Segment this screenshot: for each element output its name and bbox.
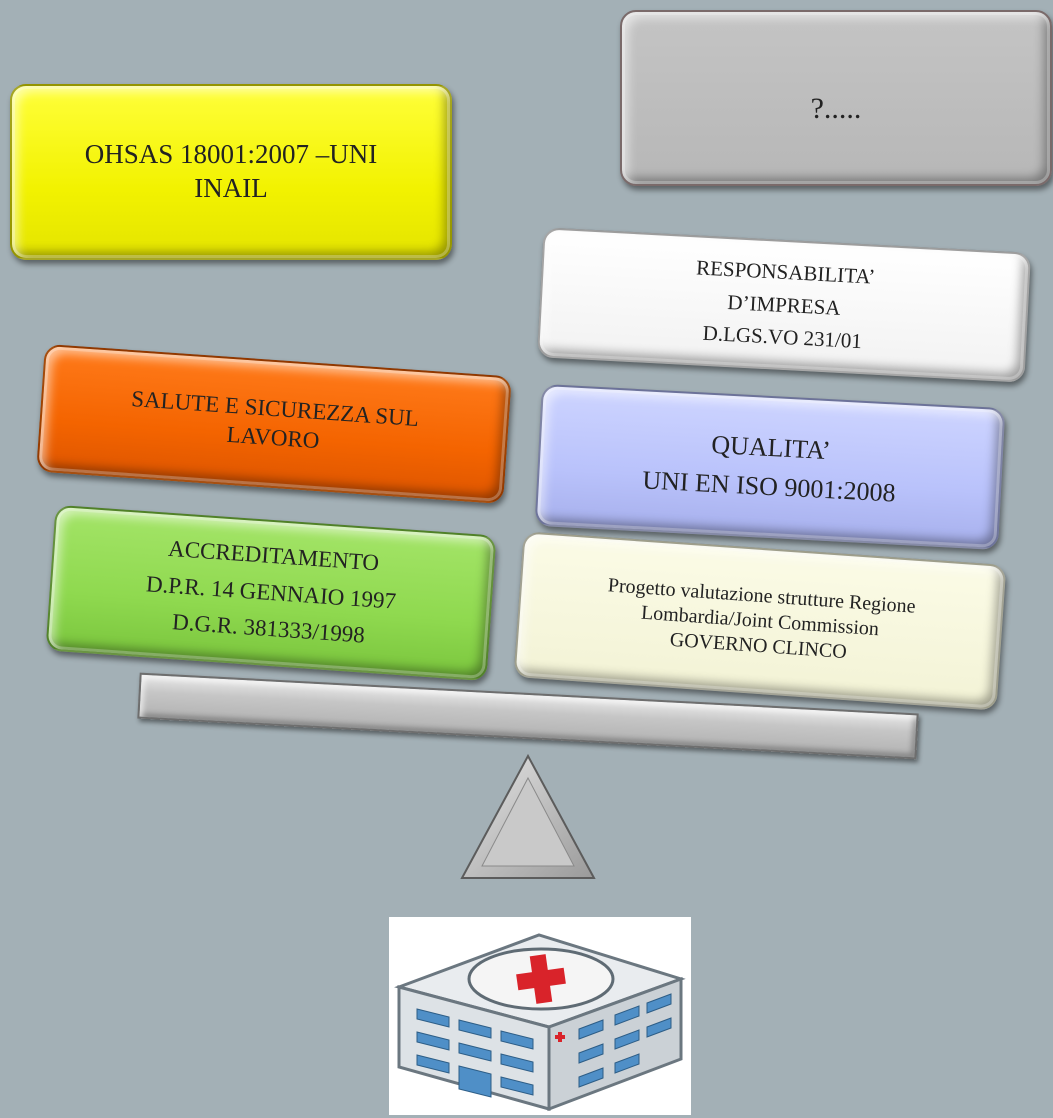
- responsabilita-line-3: D.LGS.VO 231/01: [702, 321, 863, 354]
- salute-line-2: LAVORO: [225, 421, 321, 454]
- progetto-box: Progetto valutazione strutture Regione L…: [513, 531, 1007, 711]
- question-text: ?.....: [810, 92, 862, 125]
- qualita-line-2: UNI EN ISO 9001:2008: [641, 465, 897, 508]
- qualita-box: QUALITA’ UNI EN ISO 9001:2008: [534, 383, 1006, 551]
- question-box: ?.....: [620, 10, 1052, 186]
- hospital-building-icon: [389, 917, 691, 1115]
- salute-box: SALUTE E SICUREZZA SUL LAVORO: [36, 343, 512, 505]
- qualita-line-1: QUALITA’: [710, 429, 832, 466]
- ohsas-line-2: INAIL: [194, 173, 268, 203]
- accreditamento-box: ACCREDITAMENTO D.P.R. 14 GENNAIO 1997 D.…: [45, 504, 497, 682]
- responsabilita-box: RESPONSABILITA’ D’IMPRESA D.LGS.VO 231/0…: [536, 227, 1032, 383]
- ohsas-line-1: OHSAS 18001:2007 –UNI: [84, 139, 378, 170]
- responsabilita-line-1: RESPONSABILITA’: [695, 255, 876, 289]
- triangle-fulcrum-icon: [460, 753, 596, 879]
- ohsas-box: OHSAS 18001:2007 –UNI INAIL: [10, 84, 452, 260]
